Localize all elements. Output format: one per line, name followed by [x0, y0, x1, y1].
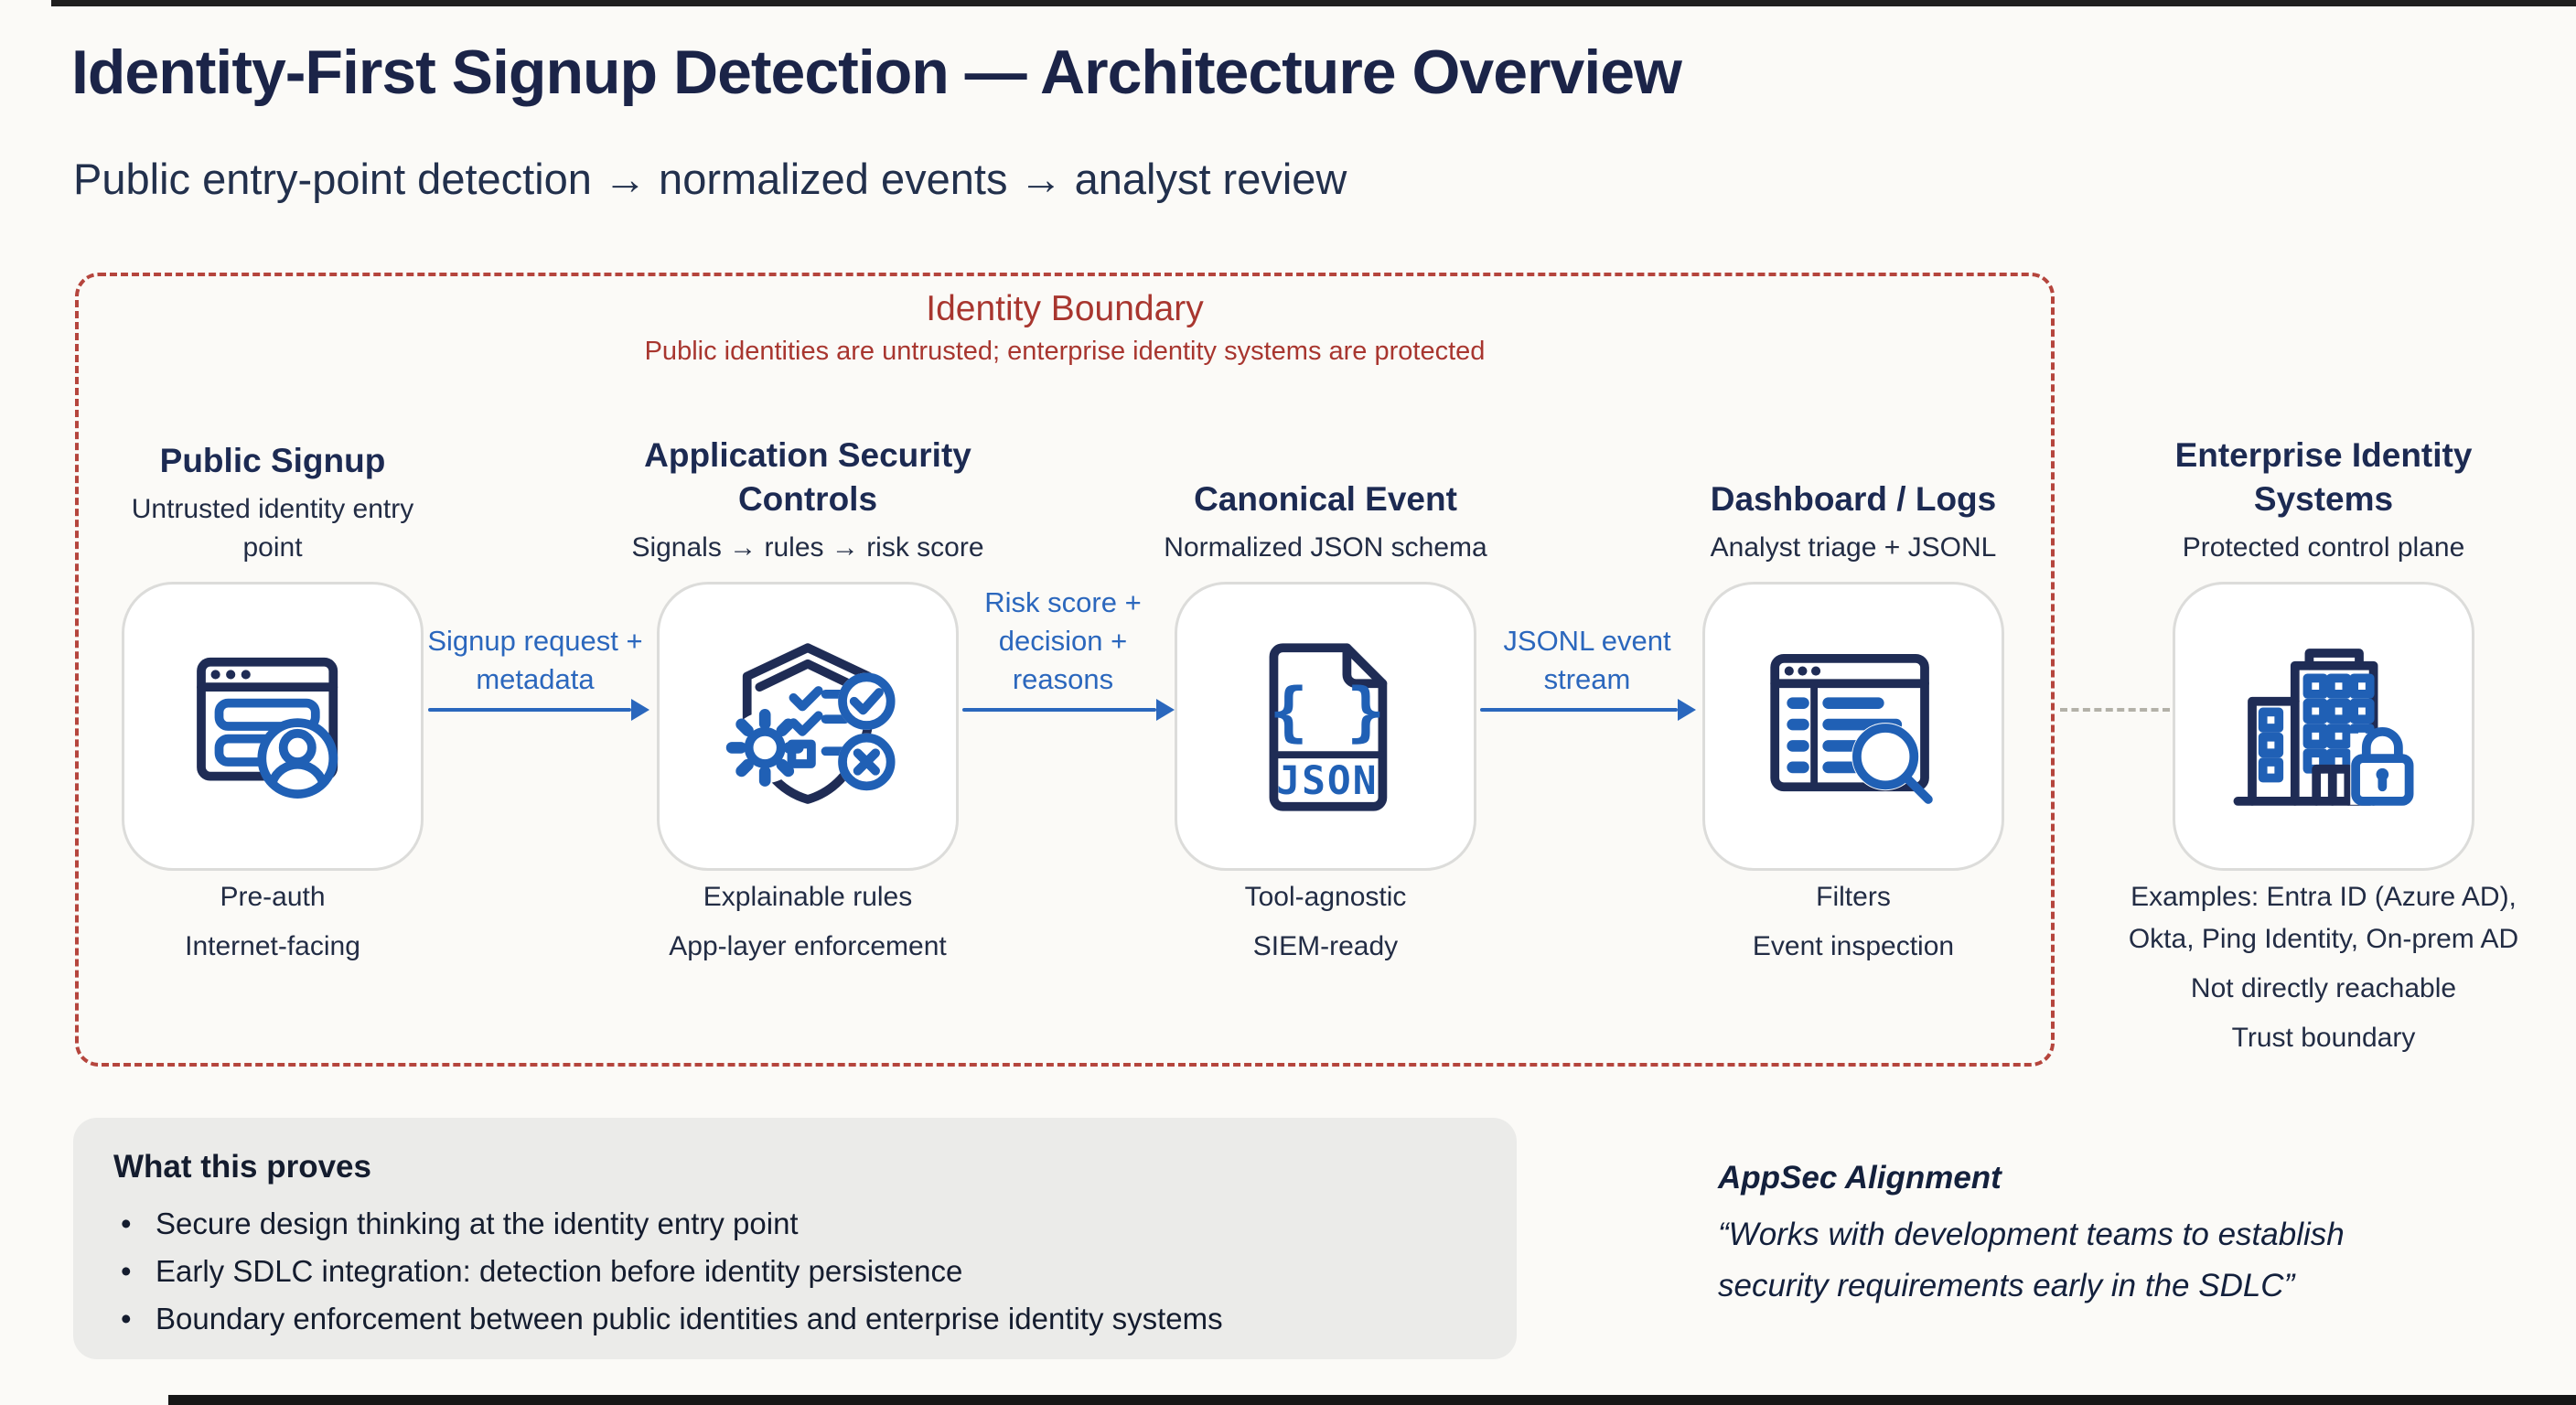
appsec-heading: AppSec Alignment	[1718, 1160, 2002, 1196]
node-captions-dashboard-logs: Filters Event inspection	[1634, 876, 2073, 975]
json-document-icon: { } JSON	[1270, 643, 1388, 811]
scan-edge-top	[51, 0, 2576, 6]
identity-boundary-description: Public identities are untrusted; enterpr…	[644, 337, 1486, 366]
caption: Trust boundary	[2231, 1023, 2416, 1053]
caption: Pre-auth	[220, 882, 326, 912]
node-icon-card-enterprise-identity-systems	[2173, 582, 2474, 871]
node-captions-public-signup: Pre-auth Internet-facing	[53, 876, 492, 975]
page-subtitle: Public entry-point detection → normalize…	[73, 155, 1347, 203]
node-icon-card-dashboard-logs	[1702, 582, 2004, 871]
what-this-proves-panel: What this proves Secure design thinking …	[73, 1118, 1517, 1359]
arrow-controls-to-event	[962, 699, 1175, 721]
arrow-event-to-dashboard	[1480, 699, 1696, 721]
shield-gear-checklist-icon	[725, 643, 896, 804]
identity-boundary-label: Identity Boundary	[926, 289, 1204, 328]
proves-bullet: Boundary enforcement between public iden…	[113, 1295, 1476, 1343]
node-icon-card-canonical-event: { } JSON	[1175, 582, 1476, 871]
caption: Event inspection	[1752, 931, 1955, 961]
dashed-link-to-enterprise	[2060, 708, 2170, 712]
building-lock-icon	[2233, 649, 2415, 806]
proves-heading: What this proves	[113, 1149, 371, 1185]
node-captions-enterprise-identity-systems: Examples: Entra ID (Azure AD), Okta, Pin…	[2104, 876, 2543, 1067]
identity-boundary-box: Identity Boundary Public identities are …	[75, 273, 2055, 1067]
node-header-enterprise-identity-systems: Enterprise Identity Systems Protected co…	[2104, 434, 2543, 567]
appsec-alignment-note: AppSec Alignment “Works with development…	[1718, 1160, 2541, 1312]
node-header-dashboard-logs: Dashboard / Logs Analyst triage + JSONL	[1634, 477, 2073, 567]
node-title: Application Security Controls	[644, 436, 971, 518]
svg-text:{ }: { }	[1270, 674, 1386, 749]
arrow-label-jsonl-stream: JSONL event stream	[1503, 625, 1671, 695]
svg-text:JSON: JSON	[1276, 758, 1378, 804]
node-icon-card-public-signup	[122, 582, 424, 871]
node-icon-card-application-security-controls	[657, 582, 959, 871]
arrow-label-risk-score: Risk score + decision + reasons	[984, 586, 1142, 695]
caption: Examples: Entra ID (Azure AD), Okta, Pin…	[2128, 882, 2519, 954]
appsec-quote-line: security requirements early in the SDLC”	[1718, 1268, 2295, 1303]
node-title: Dashboard / Logs	[1710, 480, 1997, 518]
caption: Not directly reachable	[2190, 973, 2457, 1003]
node-header-public-signup: Public Signup Untrusted identity entry p…	[53, 439, 492, 567]
caption: Internet-facing	[185, 931, 360, 961]
caption: Explainable rules	[703, 882, 913, 912]
node-subtitle: Protected control plane	[2182, 532, 2465, 563]
node-title: Public Signup	[159, 442, 386, 479]
scan-edge-bottom	[168, 1395, 2576, 1405]
node-subtitle: Untrusted identity entry point	[131, 494, 414, 563]
node-header-canonical-event: Canonical Event Normalized JSON schema	[1106, 477, 1545, 567]
caption: Tool-agnostic	[1244, 882, 1407, 912]
arrow-signup-to-controls	[428, 699, 649, 721]
node-subtitle: Analyst triage + JSONL	[1710, 532, 1997, 563]
node-subtitle: Signals → rules → risk score	[631, 532, 984, 563]
node-captions-application-security-controls: Explainable rules App-layer enforcement	[588, 876, 1027, 975]
arrow-label-signup-request: Signup request + metadata	[427, 625, 643, 695]
node-header-application-security-controls: Application Security Controls Signals → …	[588, 434, 1027, 567]
proves-bullet: Secure design thinking at the identity e…	[113, 1200, 1476, 1248]
node-captions-canonical-event: Tool-agnostic SIEM-ready	[1106, 876, 1545, 975]
proves-list: Secure design thinking at the identity e…	[113, 1200, 1476, 1343]
appsec-quote-line: “Works with development teams to establi…	[1718, 1217, 2345, 1252]
dashboard-magnifier-icon	[1770, 654, 1933, 804]
signup-window-user-icon	[197, 657, 338, 799]
proves-bullet: Early SDLC integration: detection before…	[113, 1248, 1476, 1295]
node-title: Enterprise Identity Systems	[2174, 436, 2473, 518]
node-title: Canonical Event	[1194, 480, 1457, 518]
caption: App-layer enforcement	[669, 931, 947, 961]
page-title: Identity-First Signup Detection — Archit…	[71, 38, 1682, 107]
node-subtitle: Normalized JSON schema	[1164, 532, 1487, 563]
caption: Filters	[1816, 882, 1891, 912]
caption: SIEM-ready	[1252, 931, 1399, 961]
